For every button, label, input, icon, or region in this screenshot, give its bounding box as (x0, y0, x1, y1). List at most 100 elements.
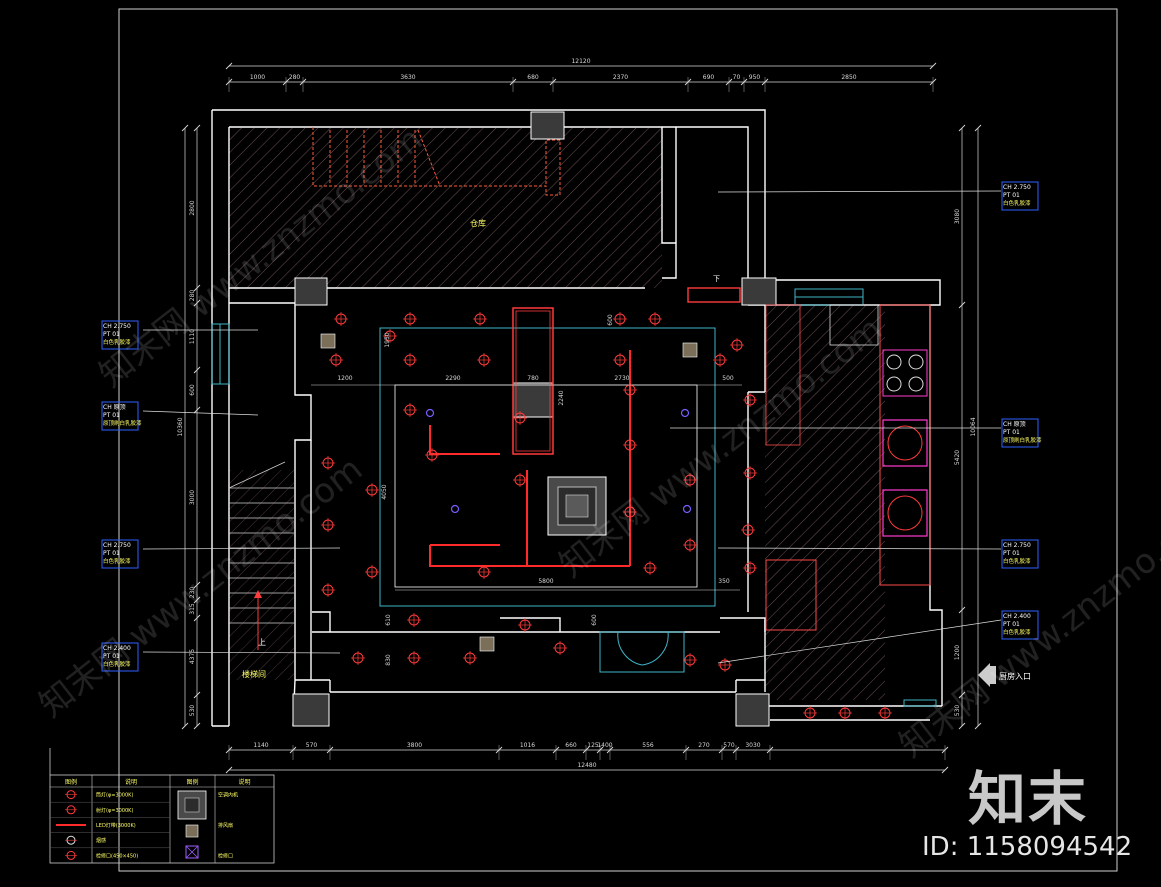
kitchen-entrance-arrow-tail (990, 666, 996, 684)
dim-label: 230 (189, 587, 196, 599)
legend-header: 说明 (238, 778, 250, 786)
dim-tick (958, 691, 966, 699)
dim-tick (193, 691, 201, 699)
interior-dim-label: 780 (527, 375, 539, 382)
callout-ch: CH 2.400 (1003, 613, 1031, 620)
dim-label: 280 (289, 74, 301, 81)
callout-desc: 白色乳胶漆 (1003, 628, 1031, 636)
callout-desc: 白色乳胶漆 (1003, 199, 1031, 207)
interior-dim-label: 610 (385, 614, 392, 626)
kitchen-hatch (765, 305, 885, 700)
kitchen-entrance-arrow (978, 663, 990, 687)
dim-label: 1400 (597, 742, 612, 749)
interior-dim-label: 2730 (614, 375, 629, 382)
dim-tick (193, 722, 201, 730)
interior-dim-label: 830 (385, 654, 392, 666)
kitchen-equipment (687, 287, 931, 631)
legend-desc: 射灯(φ=3000K) (96, 807, 133, 814)
cyan-openings (211, 288, 937, 707)
callout-leader (142, 651, 341, 654)
dim-tick (181, 722, 189, 730)
callout-pt: PT 01 (1003, 621, 1020, 628)
callout-ch: CH 原顶 (1003, 421, 1026, 428)
dim-label: 280 (189, 290, 196, 302)
callout-ch: CH 2.750 (1003, 184, 1031, 191)
dim-label: 1016 (520, 742, 535, 749)
callout-leader (717, 190, 1002, 193)
stair-up-label: 上 (258, 638, 266, 647)
dim-tick (193, 284, 201, 292)
interior-dim-label: 5800 (538, 578, 553, 585)
dim-tick (958, 722, 966, 730)
callout-pt: PT 01 (1003, 550, 1020, 557)
dim-total-label: 10360 (177, 417, 184, 436)
dim-label: 1200 (954, 645, 961, 660)
dim-label: 950 (749, 74, 761, 81)
legend-ac-icon-inner (184, 797, 200, 813)
dim-tick (225, 766, 233, 774)
dim-tick (193, 596, 201, 604)
columns (292, 111, 777, 727)
dim-tick (181, 124, 189, 132)
smoke-detector-icon (682, 504, 692, 514)
legend-desc: 检修口(450×450) (96, 852, 138, 859)
storage-stair (312, 127, 561, 196)
callout-leader (142, 410, 259, 416)
dim-label: 1140 (253, 742, 268, 749)
dim-label: 2370 (613, 74, 628, 81)
dim-label: 315 (189, 603, 196, 615)
callout-box (1001, 181, 1039, 211)
interior-dim-label: 600 (607, 314, 614, 326)
callout-ch: CH 2.750 (1003, 542, 1031, 549)
callout-box (1001, 418, 1039, 448)
dim-tick (958, 124, 966, 132)
callout-desc: 白色乳胶漆 (103, 660, 131, 668)
dim-label: 570 (723, 742, 735, 749)
dim-label: 3080 (954, 209, 961, 224)
callout-desc: 白色乳胶漆 (103, 557, 131, 565)
dim-label: 530 (189, 705, 196, 717)
room-label-storage: 仓库 (470, 218, 486, 228)
callout-desc: 原顶刷白乳胶漆 (103, 419, 142, 427)
callout-box (101, 539, 139, 569)
dim-label: 5420 (954, 450, 961, 465)
legend-desc: 检修口 (218, 852, 233, 859)
dim-total-label: 12120 (571, 58, 590, 65)
dim-tick (193, 366, 201, 374)
legend-access-hatch-icon (185, 845, 199, 859)
callout-box (1001, 539, 1039, 569)
downlights (321, 312, 892, 720)
dim-label: 70 (733, 74, 741, 81)
dim-label: 2800 (189, 200, 196, 215)
room-label-stairwell: 楼梯间 (242, 669, 266, 679)
legend-desc: 筒灯(φ=3000K) (96, 792, 133, 799)
dim-tick (958, 301, 966, 309)
legend-desc: 排风扇 (218, 822, 233, 829)
dim-label: 1110 (189, 329, 196, 344)
callout-pt: PT 01 (103, 550, 120, 557)
dim-tick (225, 62, 233, 70)
legend-desc: 空调内机 (218, 792, 238, 799)
dim-label: 3630 (400, 74, 415, 81)
dim-tick (193, 581, 201, 589)
interior-dim-label: 4050 (381, 484, 388, 499)
callout-pt: PT 01 (1003, 429, 1020, 436)
callout-ch: CH 2.750 (103, 323, 131, 330)
interior-dim-label: 1200 (337, 375, 352, 382)
dim-label: 690 (703, 74, 715, 81)
image-id: ID: 1158094542 (922, 832, 1133, 862)
callout-leader (717, 547, 1002, 550)
interior-dim-label: 350 (718, 578, 730, 585)
callout-desc: 白色乳胶漆 (1003, 557, 1031, 565)
dim-label: 4375 (189, 649, 196, 664)
legend-desc: 烟感 (96, 837, 106, 844)
callout-box (101, 401, 139, 431)
dim-tick (193, 299, 201, 307)
legend-table: 图例说明图例说明筒灯(φ=3000K)空调内机射灯(φ=3000K)LED灯带(… (49, 748, 275, 864)
sheet-frame (118, 8, 1118, 872)
callout-box (101, 642, 139, 672)
legend-exhaust-fan-icon (185, 824, 199, 838)
smoke-detector-icon (450, 504, 460, 514)
